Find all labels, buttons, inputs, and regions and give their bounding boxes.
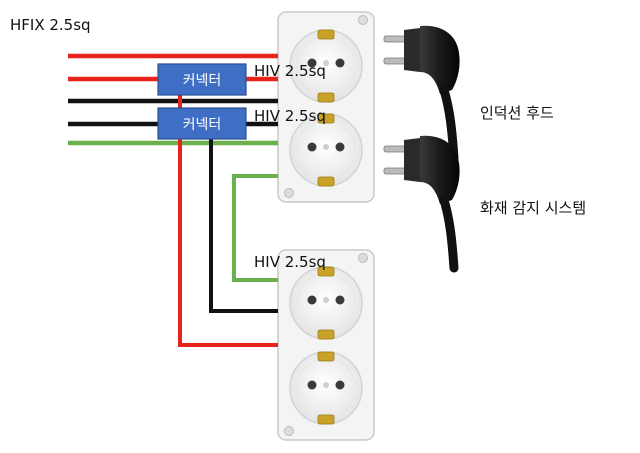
branch-wires xyxy=(178,79,278,347)
connector-top-label: 커넥터 xyxy=(183,73,222,89)
branch-black-wire xyxy=(209,124,278,313)
outlet-bottom xyxy=(277,249,375,441)
plug-induction-label: 인덕션 후드 xyxy=(480,104,554,122)
connector-bottom: 커넥터 xyxy=(157,107,247,140)
connector-bottom-label: 커넥터 xyxy=(183,117,222,133)
hiv-top-label: HIV 2.5sq xyxy=(254,62,326,80)
outlet-top xyxy=(277,11,375,203)
hiv-bottom-label: HIV 2.5sq xyxy=(254,253,326,271)
power-plug-icon xyxy=(384,136,460,268)
branch-green-wire xyxy=(232,174,278,282)
hiv-middle-label: HIV 2.5sq xyxy=(254,107,326,125)
plug-fire-label: 화재 감지 시스템 xyxy=(480,199,586,217)
connector-top: 커넥터 xyxy=(157,63,247,96)
branch-red-wire xyxy=(178,79,278,347)
main-wire-label: HFIX 2.5sq xyxy=(10,16,91,34)
